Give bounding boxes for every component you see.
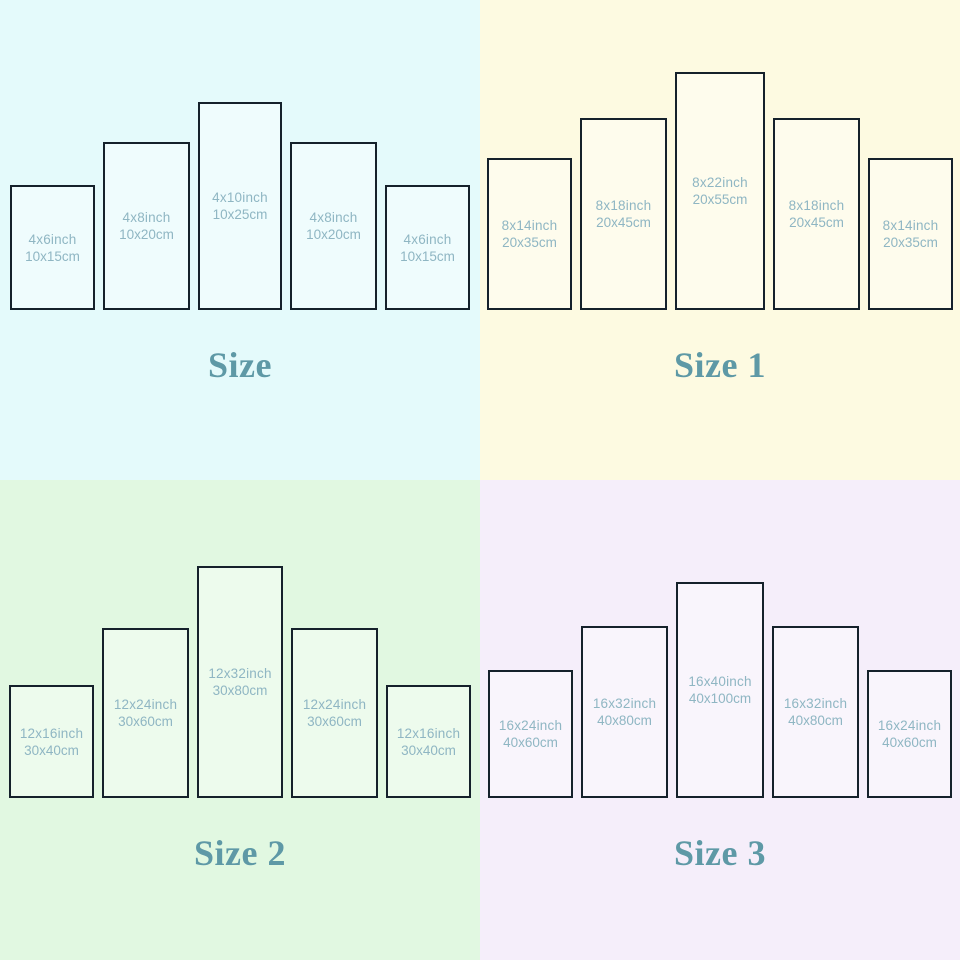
panel-size-cm: 10x20cm [306, 227, 361, 242]
panel-size-cm: 20x45cm [596, 215, 651, 230]
canvas-panel[interactable]: 16x32inch 40x80cm [772, 626, 859, 798]
panel-size-inch: 8x14inch [501, 218, 558, 233]
panel-size-inch: 8x22inch [692, 175, 748, 190]
quadrant-title-size-2: Size 2 [194, 833, 286, 873]
panel-size-inch: 4x8inch [309, 210, 358, 225]
panel-cluster: 8x14inch 20x35cm 8x18inch 20x45cm 8x22inch 20… [480, 0, 960, 310]
canvas-panel[interactable]: 8x18inch 20x45cm [773, 118, 860, 310]
panel-size-inch: 16x32inch [592, 696, 657, 711]
panel-size-inch: 12x32inch [208, 666, 272, 681]
panel-size-inch: 16x32inch [783, 696, 848, 711]
panel-size-cm: 30x40cm [24, 742, 79, 758]
panel-size-inch: 4x10inch [212, 190, 268, 205]
panel-size-cm: 40x60cm [503, 735, 558, 750]
quadrant-title-size-3: Size 3 [674, 833, 766, 873]
panel-size-cm: 30x80cm [212, 683, 268, 698]
panel-size-inch: 4x6inch [28, 231, 77, 247]
panel-size-cm: 30x60cm [307, 714, 362, 729]
size-quadrant-size-1: 8x14inch 20x35cm 8x18inch 20x45cm 8x22inch 20… [480, 0, 960, 480]
canvas-panel[interactable]: 8x14inch 20x35cm [487, 158, 572, 310]
panel-size-inch: 4x6inch [403, 231, 452, 247]
panel-size-cm: 40x80cm [597, 713, 652, 728]
panel-size-cm: 20x45cm [789, 215, 844, 230]
panel-size-inch: 12x16inch [19, 725, 84, 741]
quadrant-title-size: Size [208, 345, 272, 385]
panel-size-cm: 10x20cm [119, 227, 174, 242]
panel-size-inch: 8x18inch [788, 198, 845, 213]
panel-cluster: 16x24inch 40x60cm 16x32inch 40x80cm 16x40inc… [480, 488, 960, 798]
canvas-panel[interactable]: 16x24inch 40x60cm [867, 670, 952, 798]
panel-size-inch: 8x14inch [882, 218, 939, 233]
size-quadrant-size-3: 16x24inch 40x60cm 16x32inch 40x80cm 16x40inc… [480, 480, 960, 960]
panel-size-cm: 20x35cm [883, 235, 938, 250]
canvas-panel[interactable]: 8x14inch 20x35cm [868, 158, 953, 310]
panel-size-inch: 12x24inch [302, 697, 367, 712]
panel-size-cm: 20x55cm [692, 192, 748, 207]
canvas-panel[interactable]: 16x40inch 40x100cm [676, 582, 764, 798]
panel-size-inch: 8x18inch [595, 198, 652, 213]
panel-size-cm: 30x40cm [401, 742, 456, 758]
panel-size-cm: 10x25cm [212, 207, 268, 222]
panel-size-inch: 16x24inch [498, 718, 563, 733]
canvas-panel[interactable]: 4x8inch 10x20cm [290, 142, 377, 310]
canvas-panel[interactable]: 8x18inch 20x45cm [580, 118, 667, 310]
panel-size-inch: 12x24inch [113, 697, 178, 712]
canvas-panel[interactable]: 16x32inch 40x80cm [581, 626, 668, 798]
panel-size-cm: 10x15cm [25, 248, 80, 264]
panel-size-cm: 10x15cm [400, 248, 455, 264]
canvas-panel[interactable]: 4x8inch 10x20cm [103, 142, 190, 310]
panel-size-inch: 16x40inch [688, 674, 752, 689]
panel-size-cm: 20x35cm [502, 235, 557, 250]
panel-size-cm: 30x60cm [118, 714, 173, 729]
canvas-panel[interactable]: 4x10inch 10x25cm [198, 102, 282, 310]
panel-size-inch: 16x24inch [877, 718, 942, 733]
canvas-panel[interactable]: 12x24inch 30x60cm [102, 628, 189, 798]
canvas-panel[interactable]: 12x32inch 30x80cm [197, 566, 283, 798]
canvas-panel[interactable]: 12x24inch 30x60cm [291, 628, 378, 798]
panel-size-inch: 12x16inch [396, 725, 461, 741]
quadrant-title-size-1: Size 1 [674, 345, 766, 385]
panel-size-cm: 40x100cm [688, 691, 752, 706]
panel-size-inch: 4x8inch [122, 210, 171, 225]
panel-size-cm: 40x60cm [882, 735, 937, 750]
canvas-panel[interactable]: 16x24inch 40x60cm [488, 670, 573, 798]
panel-size-cm: 40x80cm [788, 713, 843, 728]
canvas-panel[interactable]: 8x22inch 20x55cm [675, 72, 765, 310]
